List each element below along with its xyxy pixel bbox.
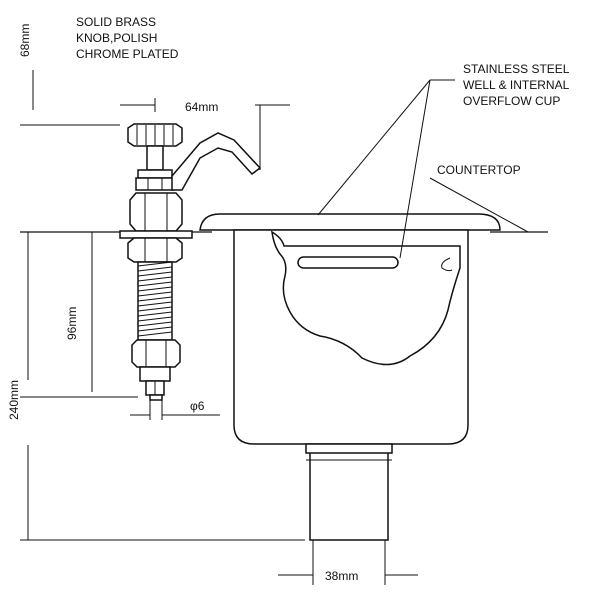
lock-nut bbox=[127, 237, 183, 263]
pipe-fitting bbox=[139, 366, 171, 382]
mounting-flange bbox=[119, 230, 193, 239]
dimension-pipe-diameter-text: φ6 bbox=[190, 399, 205, 413]
well-label-line1: STAINLESS STEEL bbox=[463, 62, 570, 76]
dimension-total-height-text: 240mm bbox=[7, 380, 21, 420]
spout bbox=[171, 132, 262, 191]
well-rim bbox=[199, 213, 501, 231]
dimension-total-height: 240mm bbox=[7, 231, 305, 541]
knob-label-line3: CHROME PLATED bbox=[76, 47, 179, 61]
knob-label-line1: SOLID BRASS bbox=[76, 15, 156, 29]
drain-collar bbox=[305, 443, 393, 454]
well-label-line2: WELL & INTERNAL bbox=[463, 78, 570, 92]
knob-label-line2: KNOB,POLISH bbox=[76, 31, 157, 45]
dimension-shank-length: 96mm bbox=[65, 231, 124, 392]
dimension-pipe-diameter: φ6 bbox=[130, 399, 220, 420]
overflow-slot bbox=[297, 256, 399, 269]
dimension-drain-width: 38mm bbox=[278, 540, 418, 585]
collar-lower bbox=[135, 177, 175, 191]
dimension-knob-height: 68mm bbox=[18, 24, 120, 126]
countertop-label: COUNTERTOP bbox=[437, 163, 521, 177]
dimension-drain-width-text: 38mm bbox=[325, 569, 358, 583]
valve-body bbox=[129, 192, 183, 232]
water-pipe bbox=[149, 394, 163, 401]
dimension-spout-reach-text: 64mm bbox=[185, 100, 218, 114]
dimension-knob-height-text: 68mm bbox=[18, 24, 32, 57]
leader-lines bbox=[317, 79, 529, 259]
dimension-shank-length-text: 96mm bbox=[65, 307, 79, 340]
collar-upper bbox=[137, 169, 173, 179]
stainless-well bbox=[199, 213, 501, 541]
bottom-nut bbox=[131, 339, 181, 368]
valve-stem bbox=[146, 145, 164, 171]
drain-spout bbox=[309, 450, 389, 541]
dimension-spout-reach: 64mm bbox=[120, 98, 290, 170]
faucet bbox=[119, 123, 262, 401]
well-label-line3: OVERFLOW CUP bbox=[463, 94, 560, 108]
